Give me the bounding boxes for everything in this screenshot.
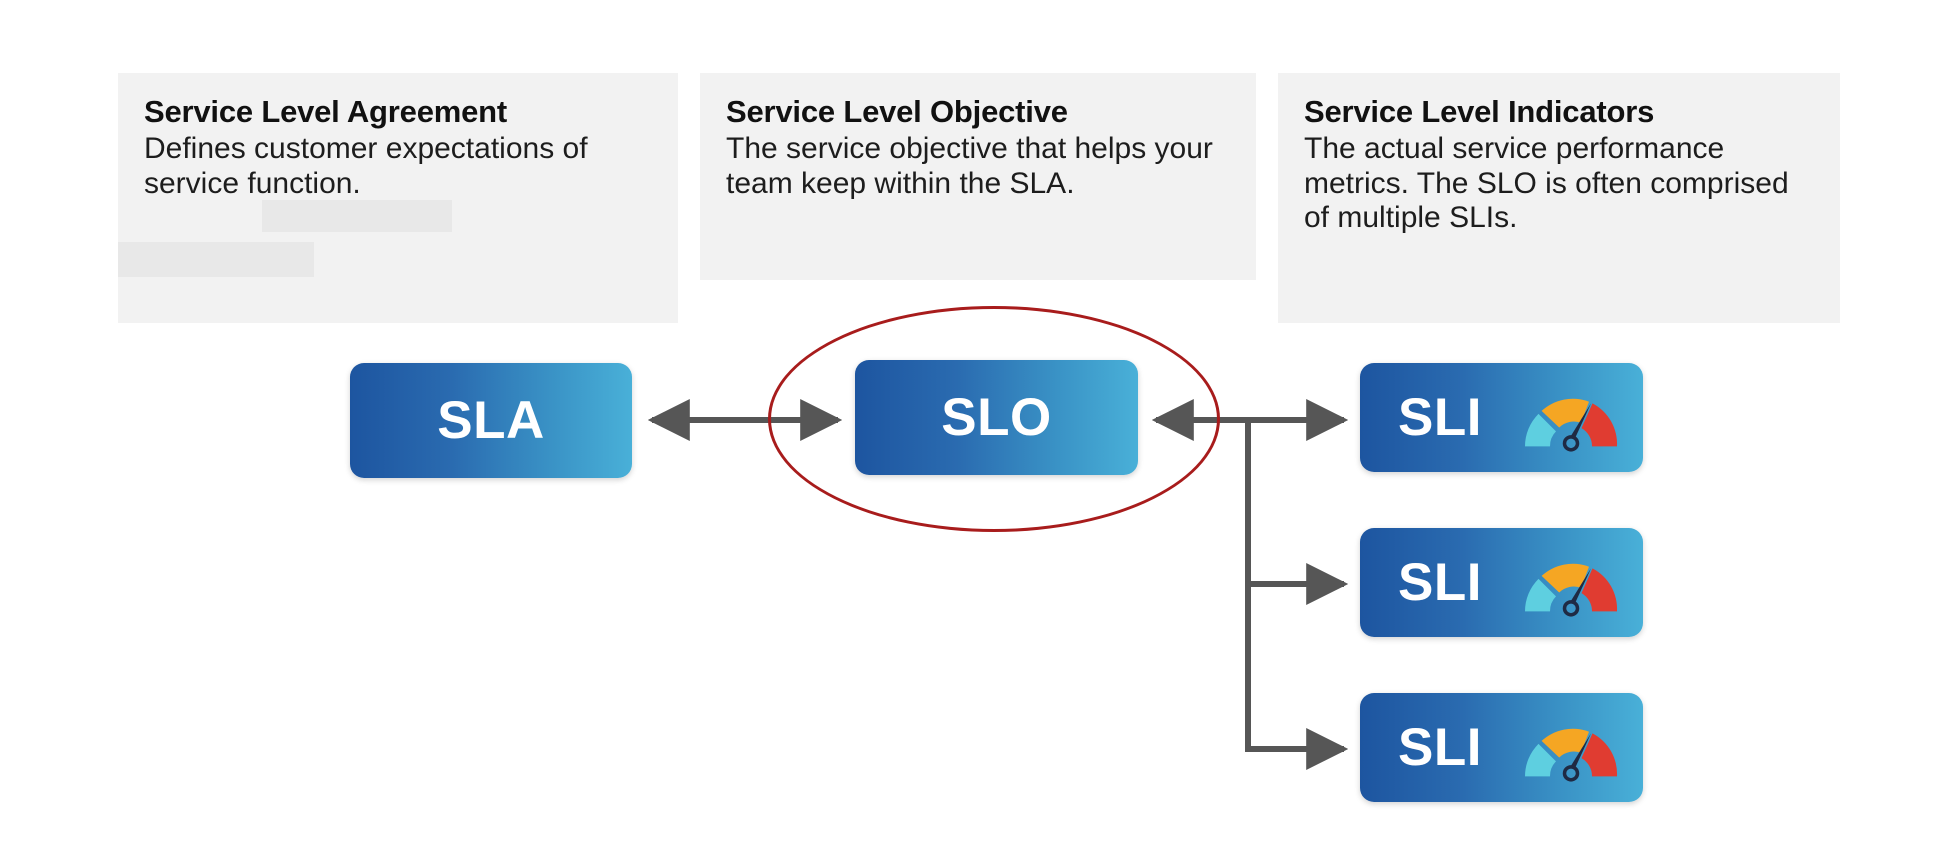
- gauge-icon: [1517, 716, 1625, 782]
- node-label: SLI: [1398, 388, 1482, 447]
- card-service-level-agreement: Service Level Agreement Defines customer…: [118, 73, 678, 323]
- node-sla[interactable]: SLA: [350, 363, 632, 478]
- node-label: SLO: [941, 388, 1052, 447]
- node-label: SLI: [1398, 718, 1482, 777]
- card-title: Service Level Indicators: [1304, 94, 1655, 129]
- card-title: Service Level Objective: [726, 94, 1068, 129]
- node-sli-2[interactable]: SLI: [1360, 528, 1643, 637]
- card-title: Service Level Agreement: [144, 94, 507, 129]
- node-sli-1[interactable]: SLI: [1360, 363, 1643, 472]
- gauge-icon: [1517, 386, 1625, 452]
- card-service-level-objective: Service Level Objective The service obje…: [700, 73, 1256, 280]
- redaction-block: [262, 200, 452, 232]
- redaction-block: [118, 242, 314, 277]
- node-sli-3[interactable]: SLI: [1360, 693, 1643, 802]
- node-label: SLA: [437, 391, 545, 450]
- card-body: The actual service performance metrics. …: [1304, 131, 1789, 235]
- card-service-level-indicators: Service Level Indicators The actual serv…: [1278, 73, 1840, 323]
- card-body: The service objective that helps your te…: [726, 131, 1213, 200]
- card-body: Defines customer expectations of service…: [144, 131, 588, 200]
- node-slo[interactable]: SLO: [855, 360, 1138, 475]
- gauge-icon: [1517, 551, 1625, 617]
- node-label: SLI: [1398, 553, 1482, 612]
